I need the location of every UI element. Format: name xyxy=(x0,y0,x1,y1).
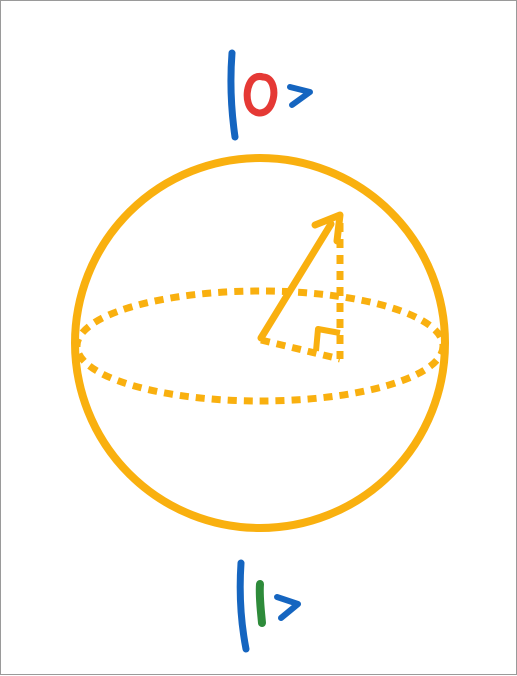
ket-zero-digit-text: 0 xyxy=(259,105,261,107)
sphere-outline xyxy=(71,154,449,532)
state-vector-arrowhead xyxy=(311,211,344,245)
sphere xyxy=(71,154,449,532)
ket-one-label: 1 | > xyxy=(236,559,301,653)
horizontal-projection-line xyxy=(260,336,341,363)
state-vector-arrow xyxy=(257,220,335,342)
ket-zero-angle xyxy=(287,84,313,108)
sphere-equator xyxy=(73,287,447,405)
right-angle-marker xyxy=(313,326,341,352)
state-vector-group xyxy=(257,211,344,363)
ket-zero-digit-stroke xyxy=(243,72,278,117)
ket-one-angle-text: > xyxy=(286,606,288,609)
ket-one-bar xyxy=(236,559,250,653)
ket-one-digit-stroke xyxy=(255,580,266,627)
ket-one-angle xyxy=(274,594,301,621)
ket-zero-bar xyxy=(227,49,239,141)
ket-zero-label: 0 | > xyxy=(227,49,313,141)
